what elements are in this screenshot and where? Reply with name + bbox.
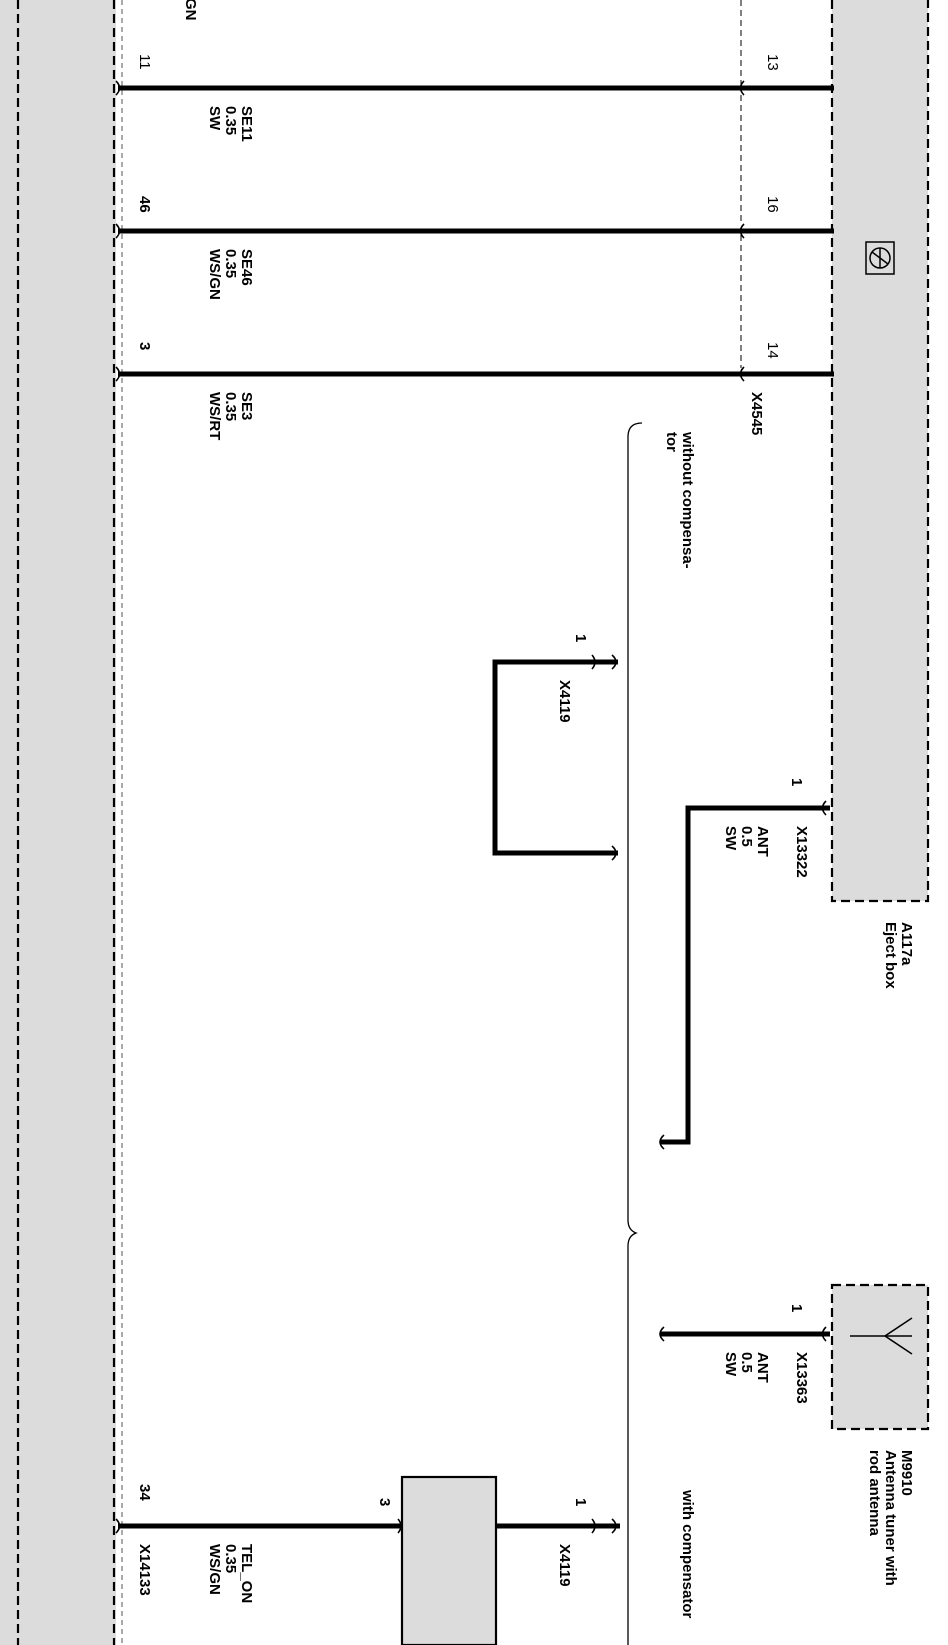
module-a117a-id: A117a — [898, 922, 915, 966]
variant-without-line2: tor — [663, 432, 680, 452]
terminal-marks — [115, 80, 827, 1534]
pin-splice-3: 3 — [376, 1498, 393, 1506]
main-module-band — [0, 0, 123, 1645]
wire-x4119-upper — [492, 659, 618, 856]
wire-se3-color: WS/RT — [206, 392, 223, 440]
connector-x13363: X13363 — [793, 1352, 810, 1404]
pin-34: 34 — [136, 1484, 153, 1501]
wire-ant-1 — [660, 805, 830, 1145]
variant-without-line1: without compensa- — [679, 431, 696, 569]
splice-box — [400, 1475, 498, 1645]
pin-11: 11 — [136, 54, 153, 70]
wire-se11-gauge: 0.35 — [222, 106, 239, 135]
wire-tel-on-color: WS/GN — [206, 1544, 223, 1595]
pin-x4119-upper: 1 — [572, 634, 589, 642]
truncated-color-label: GN — [182, 0, 199, 21]
module-m9910-name-1: Antenna tuner with — [882, 1450, 899, 1586]
pin-46: 46 — [136, 196, 153, 213]
wire-se46-color: WS/GN — [206, 249, 223, 300]
variant-brace — [627, 422, 643, 1645]
connector-x14133: X14133 — [136, 1544, 153, 1596]
eject-box-module — [740, 0, 930, 903]
wire-se11-name: SE11 — [238, 106, 255, 142]
pin-x4119-lower: 1 — [572, 1498, 589, 1506]
pin-13: 13 — [764, 54, 781, 71]
pin-3: 3 — [136, 342, 153, 350]
wire-ant-2-name: ANT — [754, 1352, 771, 1383]
wire-se3-gauge: 0.35 — [222, 392, 239, 421]
antenna-tuner-module — [830, 1283, 930, 1431]
wire-ant-1-color: SW — [722, 826, 739, 851]
wire-se46-gauge: 0.35 — [222, 249, 239, 278]
wire-se11-color: SW — [206, 106, 223, 131]
module-a117a-name: Eject box — [882, 922, 899, 989]
connector-x4119-lower: X4119 — [556, 1544, 573, 1587]
module-symbol-icon — [865, 241, 895, 275]
wire-ant-1-gauge: 0.5 — [738, 826, 755, 847]
module-m9910-name-2: rod antenna — [866, 1450, 883, 1536]
antenna-icon — [850, 1317, 913, 1355]
connector-x4119-upper: X4119 — [556, 680, 573, 723]
pin-x13322: 1 — [788, 778, 805, 786]
wire-ant-2-gauge: 0.5 — [738, 1352, 755, 1373]
pin-14: 14 — [764, 342, 781, 359]
wire-se3-name: SE3 — [238, 392, 255, 420]
wire-ant-2-color: SW — [722, 1352, 739, 1377]
pin-x13363: 1 — [788, 1304, 805, 1312]
wire-tel-on-gauge: 0.35 — [222, 1544, 239, 1573]
wire-ant-1-name: ANT — [754, 826, 771, 857]
connector-x13322: X13322 — [793, 826, 810, 878]
label-layer: GN 11 46 3 34 13 16 14 1 1 1 1 3 SE11 0.… — [136, 0, 915, 1619]
variant-with-line1: with compensator — [679, 1489, 696, 1619]
pin-16: 16 — [764, 196, 781, 213]
module-m9910-id: M9910 — [898, 1450, 915, 1496]
wire-tel-on-name: TEL_ON — [238, 1544, 255, 1603]
connector-x4545: X4545 — [748, 392, 765, 435]
wire-se46-name: SE46 — [238, 249, 255, 286]
